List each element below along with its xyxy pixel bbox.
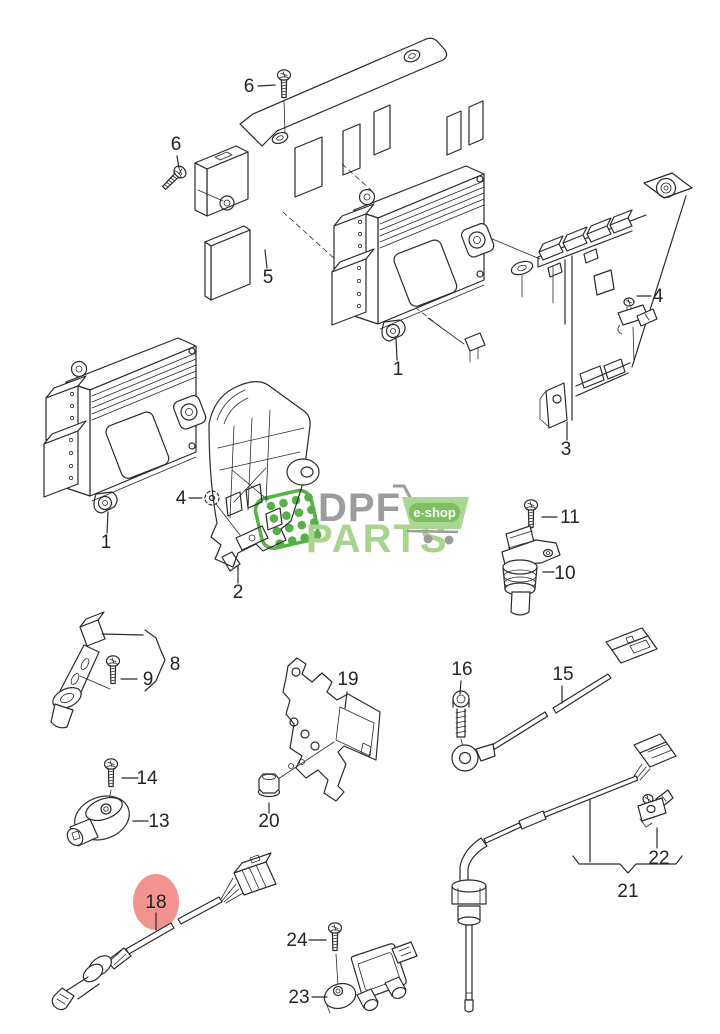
egt-sensor-21 [451,733,677,1013]
brace-8 [144,629,166,692]
part-label-6-left[interactable]: 6 [171,134,182,155]
screw-4-left [204,490,241,536]
brace-21 [572,855,683,874]
part-label-6-top[interactable]: 6 [244,76,255,97]
cart-wheels [423,534,454,545]
ecu-module-top [331,165,497,342]
ecu-module-left [43,337,209,514]
part-label-9[interactable]: 9 [143,669,154,690]
part-label-10[interactable]: 10 [554,563,575,584]
mounting-plate-3 [537,172,693,429]
part-label-8[interactable]: 8 [170,654,181,675]
screw-9 [79,655,121,690]
part-label-18-highlighted[interactable]: 18 [145,892,166,913]
screw-24 [327,922,343,952]
lambda-sensor-18 [51,852,277,1011]
part-label-16[interactable]: 16 [451,659,472,680]
clip-22 [637,789,674,828]
dpf-filter-icon [253,488,322,550]
part-label-19[interactable]: 19 [337,669,358,690]
retainer-bracket-2 [208,381,320,572]
part-label-2[interactable]: 2 [233,582,244,603]
screw-6-top [276,69,292,134]
pressure-sensor-23 [323,941,418,1014]
cart-icon: e-shop [393,484,469,545]
logo-text-dpf: DPF [318,486,401,530]
cart-handle [393,484,414,502]
part-label-5[interactable]: 5 [263,267,274,288]
bracket-19 [271,657,381,802]
leader-lines [101,84,658,998]
screw-6-left [158,163,224,202]
clip-4-right [617,297,658,335]
part-label-15[interactable]: 15 [552,664,573,685]
filter-dots [266,493,322,548]
part-label-11[interactable]: 11 [560,507,580,528]
part-label-23[interactable]: 23 [288,987,309,1008]
part-label-1-top[interactable]: 1 [393,359,404,380]
part-label-4-right[interactable]: 4 [653,286,664,307]
eshop-badge [409,503,460,522]
camshaft-sensor-10 [501,525,561,616]
part-label-13[interactable]: 13 [148,811,169,832]
knock-sensor-15 [451,627,658,772]
part-label-4-left[interactable]: 4 [176,488,187,509]
part-label-3[interactable]: 3 [561,439,572,460]
part-label-14[interactable]: 14 [136,768,158,789]
part-label-24[interactable]: 24 [286,930,308,951]
knock-sensor-13 [66,795,130,847]
nut-20 [257,773,281,798]
part-label-1-left[interactable]: 1 [101,532,112,553]
part-label-22[interactable]: 22 [648,848,669,869]
bracket-plate-5 [204,225,251,301]
watermark-logo: DPF PARTS e-shop [253,484,469,561]
screw-16 [452,690,470,752]
crank-sensor-8 [50,611,106,729]
part-label-20[interactable]: 20 [258,811,279,832]
cart-frame [406,529,459,534]
eshop-badge-text: e-shop [413,505,456,520]
part-label-21[interactable]: 21 [617,881,638,902]
part-labels: 6 6 5 1 4 3 1 4 2 11 10 8 9 19 16 15 14 … [101,76,670,1008]
highlight-18[interactable] [133,874,179,930]
